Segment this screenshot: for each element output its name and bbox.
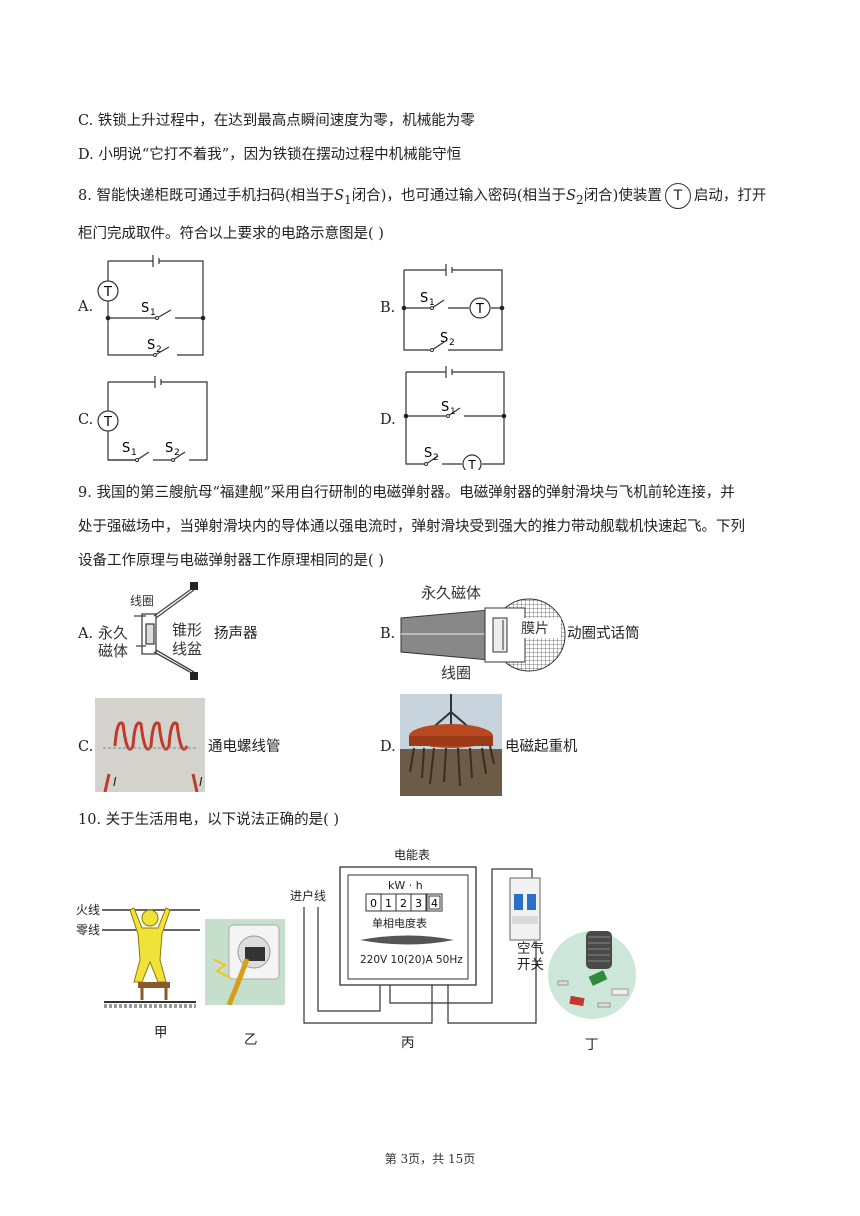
q7-option-c: C. 铁锁上升过程中，在达到最高点瞬间速度为零，机械能为零 xyxy=(78,113,475,129)
q9-stem-line2: 处于强磁场中，当弹射滑块内的导体通以强电流时，弹射滑块受到强大的推力带动舰载机快… xyxy=(78,519,745,535)
crane-caption: 电磁起重机 xyxy=(505,739,578,755)
microphone-diagram: 膜片 永久磁体 线圈 xyxy=(400,584,566,682)
label-bing: 丙 xyxy=(401,1035,415,1051)
s1-symbol: S xyxy=(334,188,345,204)
svg-text:2: 2 xyxy=(156,345,162,355)
svg-text:I: I xyxy=(199,775,203,789)
svg-text:1: 1 xyxy=(385,897,392,910)
svg-text:S: S xyxy=(424,446,432,461)
microphone-caption: 动圈式话筒 xyxy=(567,626,640,642)
wire-and-fuses xyxy=(548,931,636,1019)
svg-text:2: 2 xyxy=(449,338,455,348)
q9-stem-line3: 设备工作原理与电磁弹射器工作原理相同的是( ) xyxy=(78,553,384,569)
air-switch-label: 空气 开关 xyxy=(517,941,544,973)
svg-text:线盆: 线盆 xyxy=(172,640,202,658)
svg-text:4: 4 xyxy=(431,897,438,910)
svg-text:T: T xyxy=(103,415,112,430)
svg-text:0: 0 xyxy=(370,897,377,910)
svg-text:2: 2 xyxy=(174,448,180,458)
solenoid-photo: I I xyxy=(95,698,205,792)
svg-text:线圈: 线圈 xyxy=(441,664,471,682)
energy-meter-diagram: 电能表 kW · h 0 1 2 3 4 单相电度表 220V 10(20)A … xyxy=(290,848,537,1024)
q8-stem-line1: 8. 智能快递柜既可通过手机扫码(相当于S1闭合)，也可通过输入密码(相当于S2… xyxy=(78,183,766,210)
s2-symbol: S xyxy=(566,188,576,204)
q8-label-d: D. xyxy=(380,412,396,428)
solenoid-caption: 通电螺线管 xyxy=(208,739,281,755)
svg-text:I: I xyxy=(113,775,117,789)
speaker-diagram: 线圈 锥形 线盆 永久 磁体 xyxy=(98,582,202,680)
svg-text:S: S xyxy=(440,331,448,346)
q9-label-c: C. xyxy=(78,739,94,755)
q9-stem-line1: 9. 我国的第三艘航母“福建舰”采用自行研制的电磁弹射器。电磁弹射器的弹射滑块与… xyxy=(78,485,735,501)
socket-photo xyxy=(205,919,285,1005)
svg-text:锥形: 锥形 xyxy=(172,621,202,639)
svg-text:进户线: 进户线 xyxy=(290,888,326,903)
svg-text:永久: 永久 xyxy=(98,624,128,642)
page-footer: 第 3页，共 15页 xyxy=(384,1152,476,1166)
svg-text:3: 3 xyxy=(415,897,422,910)
t-label: T xyxy=(103,285,112,300)
svg-text:膜片: 膜片 xyxy=(521,621,549,637)
svg-text:T: T xyxy=(467,458,476,470)
svg-text:220V 10(20)A 50Hz: 220V 10(20)A 50Hz xyxy=(360,954,463,966)
svg-text:S: S xyxy=(165,441,173,456)
svg-text:1: 1 xyxy=(429,298,435,308)
label-ding: 丁 xyxy=(585,1037,599,1053)
speaker-caption: 扬声器 xyxy=(214,626,258,642)
q10-stem: 10. 关于生活用电，以下说法正确的是( ) xyxy=(78,812,340,828)
svg-text:kW · h: kW · h xyxy=(388,879,423,892)
svg-text:S: S xyxy=(141,301,149,316)
svg-text:1: 1 xyxy=(450,407,456,417)
q9-label-a: A. xyxy=(78,626,94,642)
svg-text:零线: 零线 xyxy=(76,923,100,937)
air-switch xyxy=(509,877,541,941)
svg-text:2: 2 xyxy=(400,897,407,910)
svg-text:磁体: 磁体 xyxy=(98,642,128,660)
svg-text:永久磁体: 永久磁体 xyxy=(421,584,481,602)
q9-label-d: D. xyxy=(380,739,396,755)
q9-label-b: B. xyxy=(380,626,396,642)
person-touching-wires: 火线 零线 xyxy=(76,903,200,1008)
q8-label-b: B. xyxy=(380,300,396,316)
svg-text:单相电度表: 单相电度表 xyxy=(372,916,427,930)
q8-stem-line2: 柜门完成取件。符合以上要求的电路示意图是( ) xyxy=(78,226,384,242)
svg-text:S: S xyxy=(441,400,449,415)
svg-text:S: S xyxy=(122,441,130,456)
q8-label-c: C. xyxy=(78,412,94,428)
svg-text:电能表: 电能表 xyxy=(394,848,430,862)
label-yi: 乙 xyxy=(244,1032,258,1048)
svg-text:线圈: 线圈 xyxy=(130,594,154,608)
svg-text:S: S xyxy=(147,338,155,353)
crane-photo xyxy=(400,694,502,796)
device-t-icon: T xyxy=(664,183,691,209)
svg-text:1: 1 xyxy=(150,308,156,318)
svg-text:T: T xyxy=(475,302,484,317)
label-jia: 甲 xyxy=(154,1025,168,1041)
svg-text:1: 1 xyxy=(131,448,137,458)
q8-label-a: A. xyxy=(78,299,94,315)
q7-option-d: D. 小明说“它打不着我”，因为铁锁在摆动过程中机械能守恒 xyxy=(78,147,462,163)
svg-text:S: S xyxy=(420,291,428,306)
svg-text:火线: 火线 xyxy=(76,903,100,917)
svg-text:2: 2 xyxy=(433,453,439,463)
